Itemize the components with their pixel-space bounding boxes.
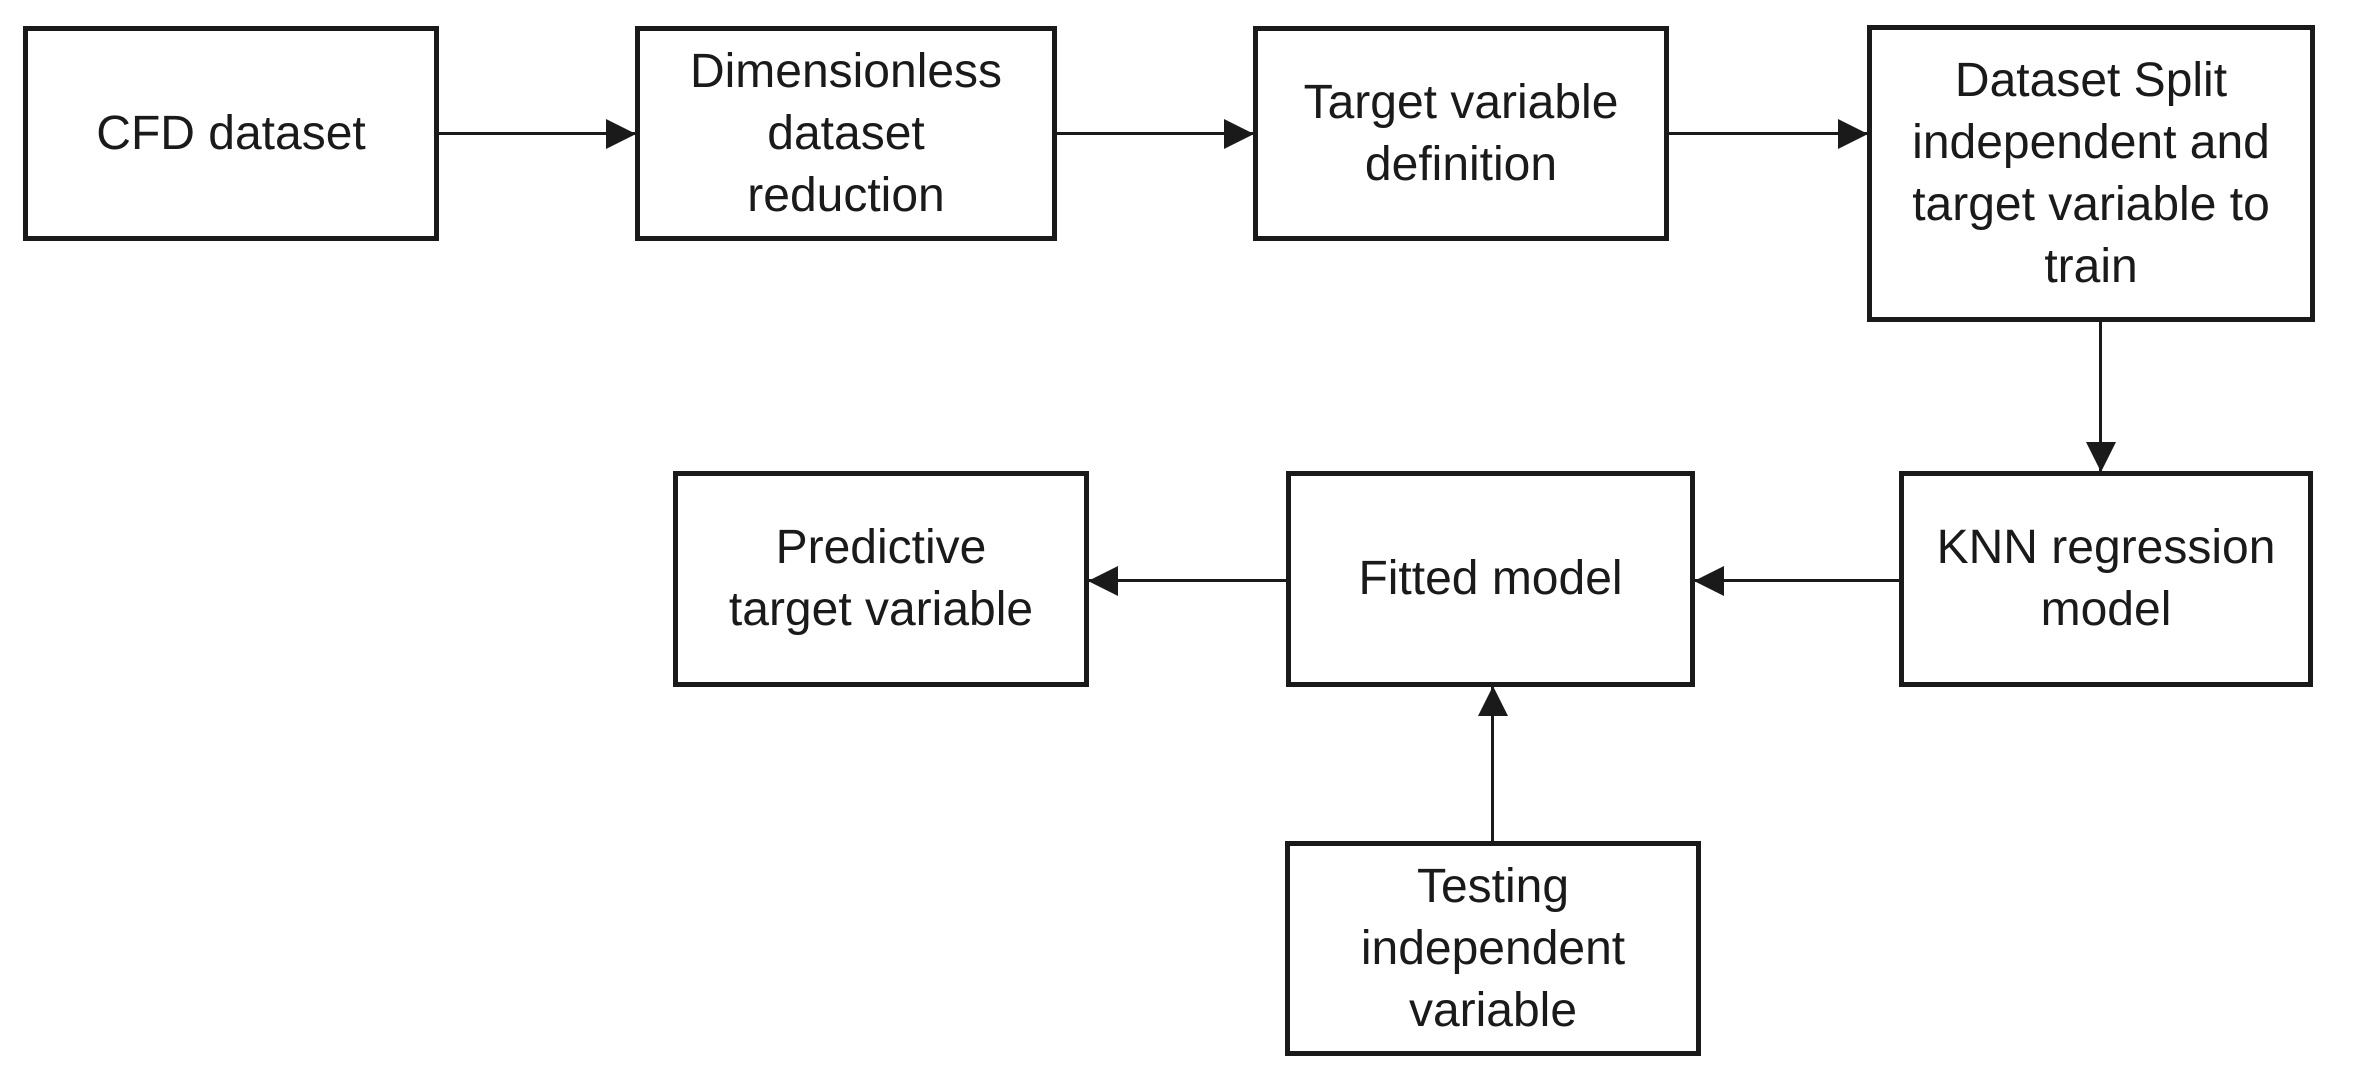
connector-cfd-to-dimensionless bbox=[439, 118, 636, 149]
arrowhead-down-icon bbox=[2085, 442, 2116, 472]
node-dataset-split-label: Dataset Split independent and target var… bbox=[1912, 53, 2270, 293]
node-cfd-dataset-label: CFD dataset bbox=[96, 106, 366, 160]
node-dataset-split: Dataset Split independent and target var… bbox=[1867, 25, 2315, 322]
arrowhead-up-icon bbox=[1477, 686, 1508, 716]
node-knn-regression-model: KNN regression model bbox=[1899, 471, 2313, 687]
node-fitted-model: Fitted model bbox=[1286, 471, 1695, 687]
node-cfd-dataset: CFD dataset bbox=[23, 26, 439, 241]
connector-testing-to-fitted bbox=[1477, 686, 1508, 841]
arrowhead-right-icon bbox=[606, 118, 636, 149]
node-predictive-target-variable-label: Predictive target variable bbox=[728, 521, 1034, 636]
node-testing-independent-variable: Testing independent variable bbox=[1285, 841, 1701, 1056]
node-testing-independent-variable-label: Testing independent variable bbox=[1360, 859, 1626, 1037]
arrowhead-right-icon bbox=[1224, 118, 1254, 149]
node-predictive-target-variable: Predictive target variable bbox=[673, 471, 1089, 687]
connector-dimensionless-to-target bbox=[1057, 118, 1254, 149]
arrowhead-right-icon bbox=[1838, 118, 1868, 149]
node-dimensionless-dataset-reduction: Dimensionless dataset reduction bbox=[635, 26, 1057, 241]
node-fitted-model-label: Fitted model bbox=[1358, 552, 1623, 605]
node-target-variable-definition: Target variable definition bbox=[1253, 26, 1669, 241]
connector-knn-to-fitted bbox=[1694, 565, 1899, 596]
arrowhead-left-icon bbox=[1088, 565, 1118, 596]
connector-target-to-split bbox=[1669, 118, 1868, 149]
node-knn-regression-model-label: KNN regression model bbox=[1936, 521, 2276, 636]
connector-split-to-knn bbox=[2085, 322, 2116, 472]
node-dimensionless-dataset-reduction-label: Dimensionless dataset reduction bbox=[689, 44, 1003, 222]
connector-fitted-to-predictive bbox=[1088, 565, 1286, 596]
arrowhead-left-icon bbox=[1694, 565, 1724, 596]
node-target-variable-definition-label: Target variable definition bbox=[1303, 75, 1619, 191]
